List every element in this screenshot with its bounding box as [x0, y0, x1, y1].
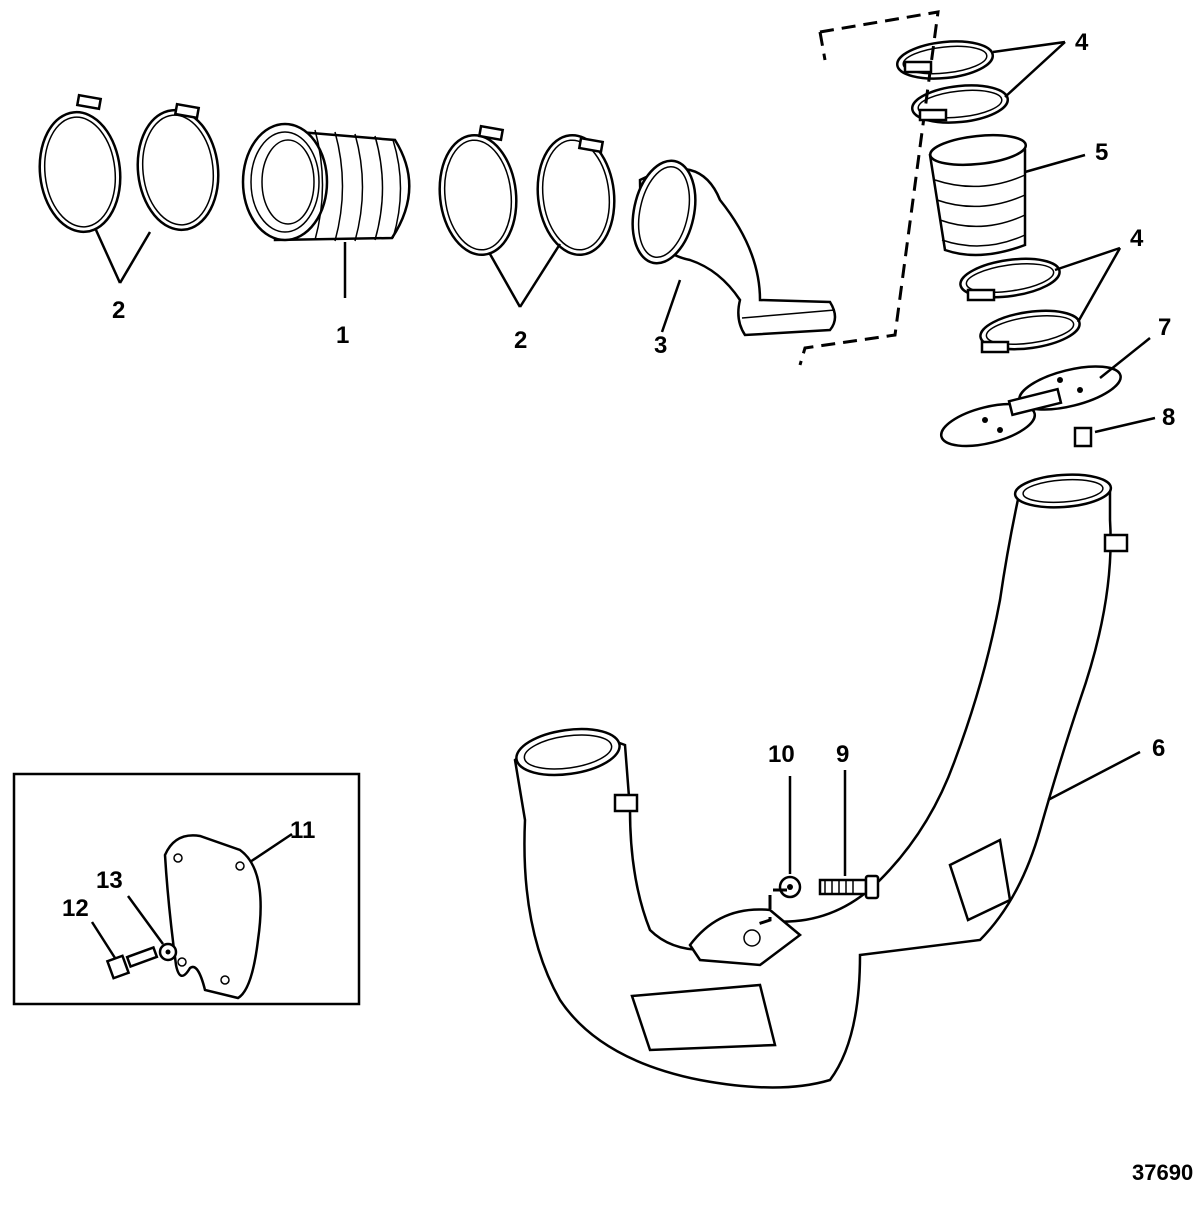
mounting-plate: [163, 832, 293, 1000]
riser-sleeve: [928, 133, 1086, 257]
exhaust-elbow: [631, 159, 837, 337]
leader-lines-4-bottom: [1054, 246, 1122, 323]
riser-kit-bracket: [798, 10, 940, 366]
callout-10: 10: [768, 741, 795, 768]
exhaust-bellows: [241, 122, 411, 298]
callout-5: 5: [1095, 139, 1108, 166]
hose-clamp-left-2: [136, 102, 220, 232]
callout-4-bottom: 4: [1130, 225, 1144, 252]
leader-lines-2-right: [488, 243, 562, 308]
callout-1: 1: [336, 322, 349, 349]
figure-id: 37690: [1132, 1160, 1193, 1185]
callout-8: 8: [1162, 404, 1175, 431]
callout-3: 3: [654, 332, 667, 359]
riser-clamp-top-2: [910, 84, 1010, 124]
callout-11: 11: [290, 817, 315, 844]
washer: [754, 776, 802, 927]
inset-washer: [126, 895, 178, 962]
bolt: [818, 770, 880, 900]
bumper-block: [1073, 416, 1156, 448]
riser-clamp-bottom-2: [979, 309, 1081, 354]
exhaust-y-pipe: [513, 473, 1141, 1089]
callout-6: 6: [1152, 735, 1165, 762]
leader-lines-4-top: [992, 40, 1066, 98]
hose-clamp-right-1: [438, 124, 518, 257]
callout-9: 9: [836, 741, 849, 768]
riser-clamp-bottom-1: [959, 257, 1061, 302]
riser-clamp-top-1: [895, 40, 995, 80]
callout-4-top: 4: [1075, 29, 1089, 56]
hose-clamp-left-1: [38, 93, 122, 234]
callout-7: 7: [1158, 314, 1171, 341]
callout-2-right: 2: [514, 327, 527, 354]
callout-13: 13: [96, 867, 123, 894]
flapper-valve: [939, 337, 1151, 448]
hose-clamp-right-2: [536, 133, 616, 257]
inset-bolt: [90, 921, 159, 980]
callout-2-left: 2: [112, 297, 125, 324]
leader-lines-2-left: [94, 229, 152, 284]
callout-12: 12: [62, 895, 89, 922]
